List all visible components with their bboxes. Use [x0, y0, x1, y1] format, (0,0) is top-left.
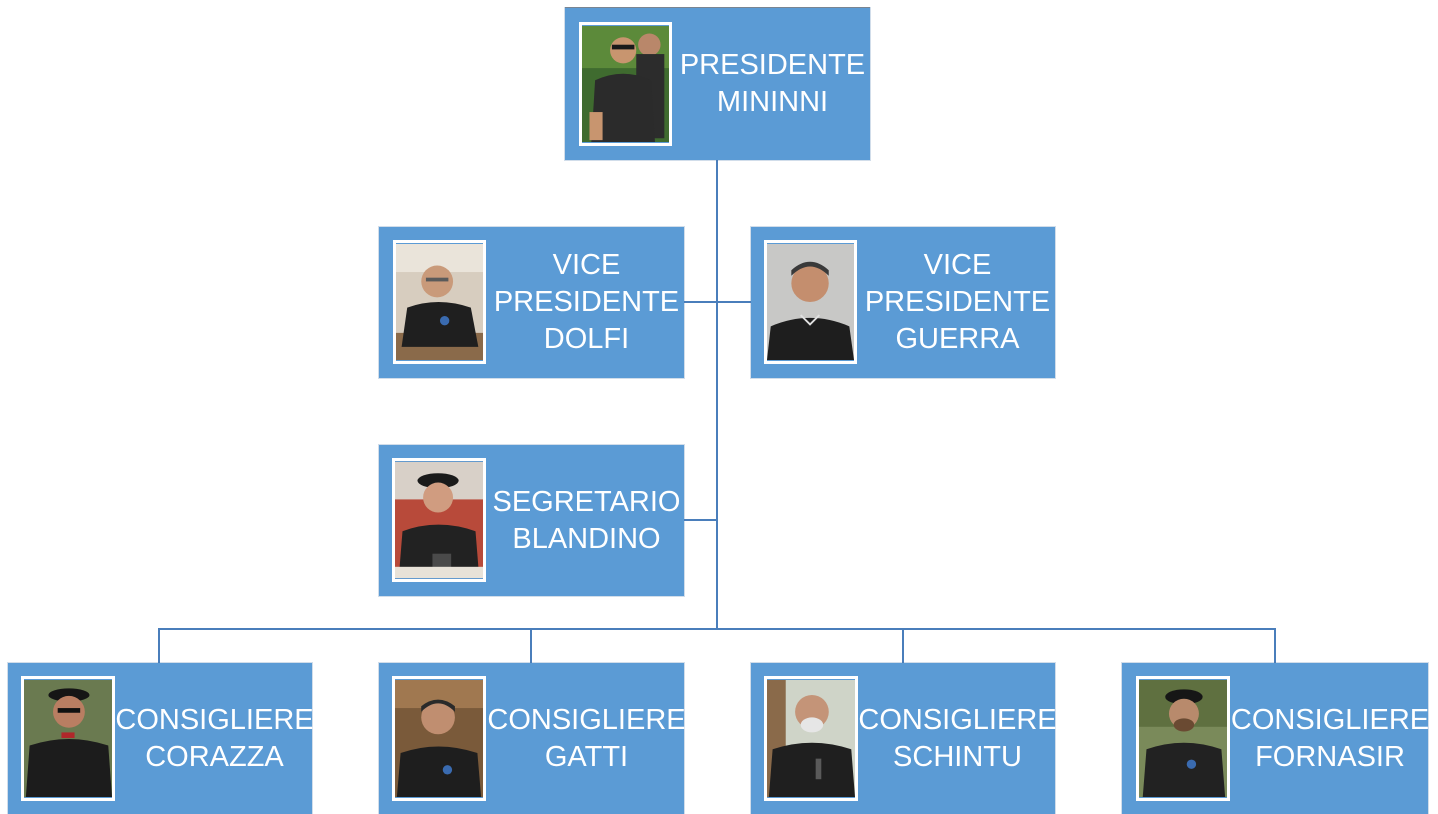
vice-president-guerra-line1: VICE: [923, 249, 992, 281]
vice-president-dolfi-line2: PRESIDENTE: [493, 286, 680, 318]
node-vice-president-dolfi: VICE PRESIDENTE DOLFI: [379, 227, 684, 378]
councillor-schintu-label: CONSIGLIERE SCHINTU: [858, 663, 1057, 814]
connector-secretary: [684, 519, 717, 521]
node-vice-president-guerra: VICE PRESIDENTE GUERRA: [751, 227, 1055, 378]
councillor-fornasir-photo: [1136, 676, 1230, 801]
connector-councillor-4: [1274, 628, 1276, 663]
councillor-corazza-label: CONSIGLIERE CORAZZA: [115, 663, 314, 814]
vice-president-dolfi-name: DOLFI: [543, 323, 630, 355]
secretary-name: BLANDINO: [512, 522, 661, 555]
node-councillor-gatti: CONSIGLIERE GATTI: [379, 663, 686, 814]
person-photo-icon: [767, 244, 854, 360]
person-photo-icon: [24, 679, 112, 798]
councillor-gatti-name: GATTI: [544, 740, 629, 773]
councillor-gatti-title: CONSIGLIERE: [487, 703, 686, 736]
top-divider: [565, 7, 870, 8]
person-photo-icon: [395, 679, 483, 798]
councillor-schintu-title: CONSIGLIERE: [858, 703, 1057, 736]
councillor-corazza-photo: [21, 676, 115, 801]
connector-vice-left: [684, 301, 717, 303]
secretary-title: SEGRETARIO: [492, 485, 681, 518]
councillor-fornasir-label: CONSIGLIERE FORNASIR: [1230, 663, 1430, 814]
node-councillor-schintu: CONSIGLIERE SCHINTU: [751, 663, 1057, 814]
vice-president-guerra-photo: [764, 240, 857, 364]
vice-president-guerra-name: GUERRA: [895, 323, 1020, 355]
councillor-gatti-photo: [392, 676, 486, 801]
councillor-schintu-name: SCHINTU: [893, 740, 1022, 773]
connector-councillor-3: [902, 628, 904, 663]
person-photo-icon: [1139, 679, 1227, 798]
secretary-photo: [392, 458, 486, 582]
councillor-fornasir-title: CONSIGLIERE: [1230, 703, 1430, 736]
president-title: PRESIDENTE: [679, 49, 866, 81]
president-photo: [579, 22, 672, 146]
councillor-schintu-photo: [764, 676, 858, 801]
node-secretary: SEGRETARIO BLANDINO: [379, 445, 684, 596]
councillor-corazza-name: CORAZZA: [145, 740, 284, 773]
connector-councillor-1: [158, 628, 160, 663]
connector-vice-right: [717, 301, 751, 303]
councillor-gatti-label: CONSIGLIERE GATTI: [487, 663, 686, 814]
node-councillor-corazza: CONSIGLIERE CORAZZA: [8, 663, 314, 814]
councillor-corazza-title: CONSIGLIERE: [115, 703, 314, 736]
person-photo-icon: [395, 461, 483, 579]
vice-president-guerra-line2: PRESIDENTE: [864, 286, 1051, 318]
connector-councillors-bar: [158, 628, 1276, 630]
person-photo-icon: [767, 679, 855, 798]
vice-president-dolfi-label: VICE PRESIDENTE DOLFI: [489, 227, 684, 378]
person-photo-icon: [582, 26, 669, 142]
vice-president-dolfi-line1: VICE: [552, 249, 621, 281]
node-president: PRESIDENTE MININNI: [565, 8, 870, 160]
connector-councillor-2: [530, 628, 532, 663]
node-councillor-fornasir: CONSIGLIERE FORNASIR: [1122, 663, 1430, 814]
connector-trunk: [716, 160, 718, 630]
president-name: MININNI: [716, 86, 829, 118]
person-photo-icon: [396, 244, 483, 360]
secretary-label: SEGRETARIO BLANDINO: [489, 445, 684, 596]
vice-president-guerra-label: VICE PRESIDENTE GUERRA: [860, 227, 1055, 378]
vice-president-dolfi-photo: [393, 240, 486, 364]
president-label: PRESIDENTE MININNI: [675, 8, 870, 160]
councillor-fornasir-name: FORNASIR: [1255, 740, 1405, 773]
